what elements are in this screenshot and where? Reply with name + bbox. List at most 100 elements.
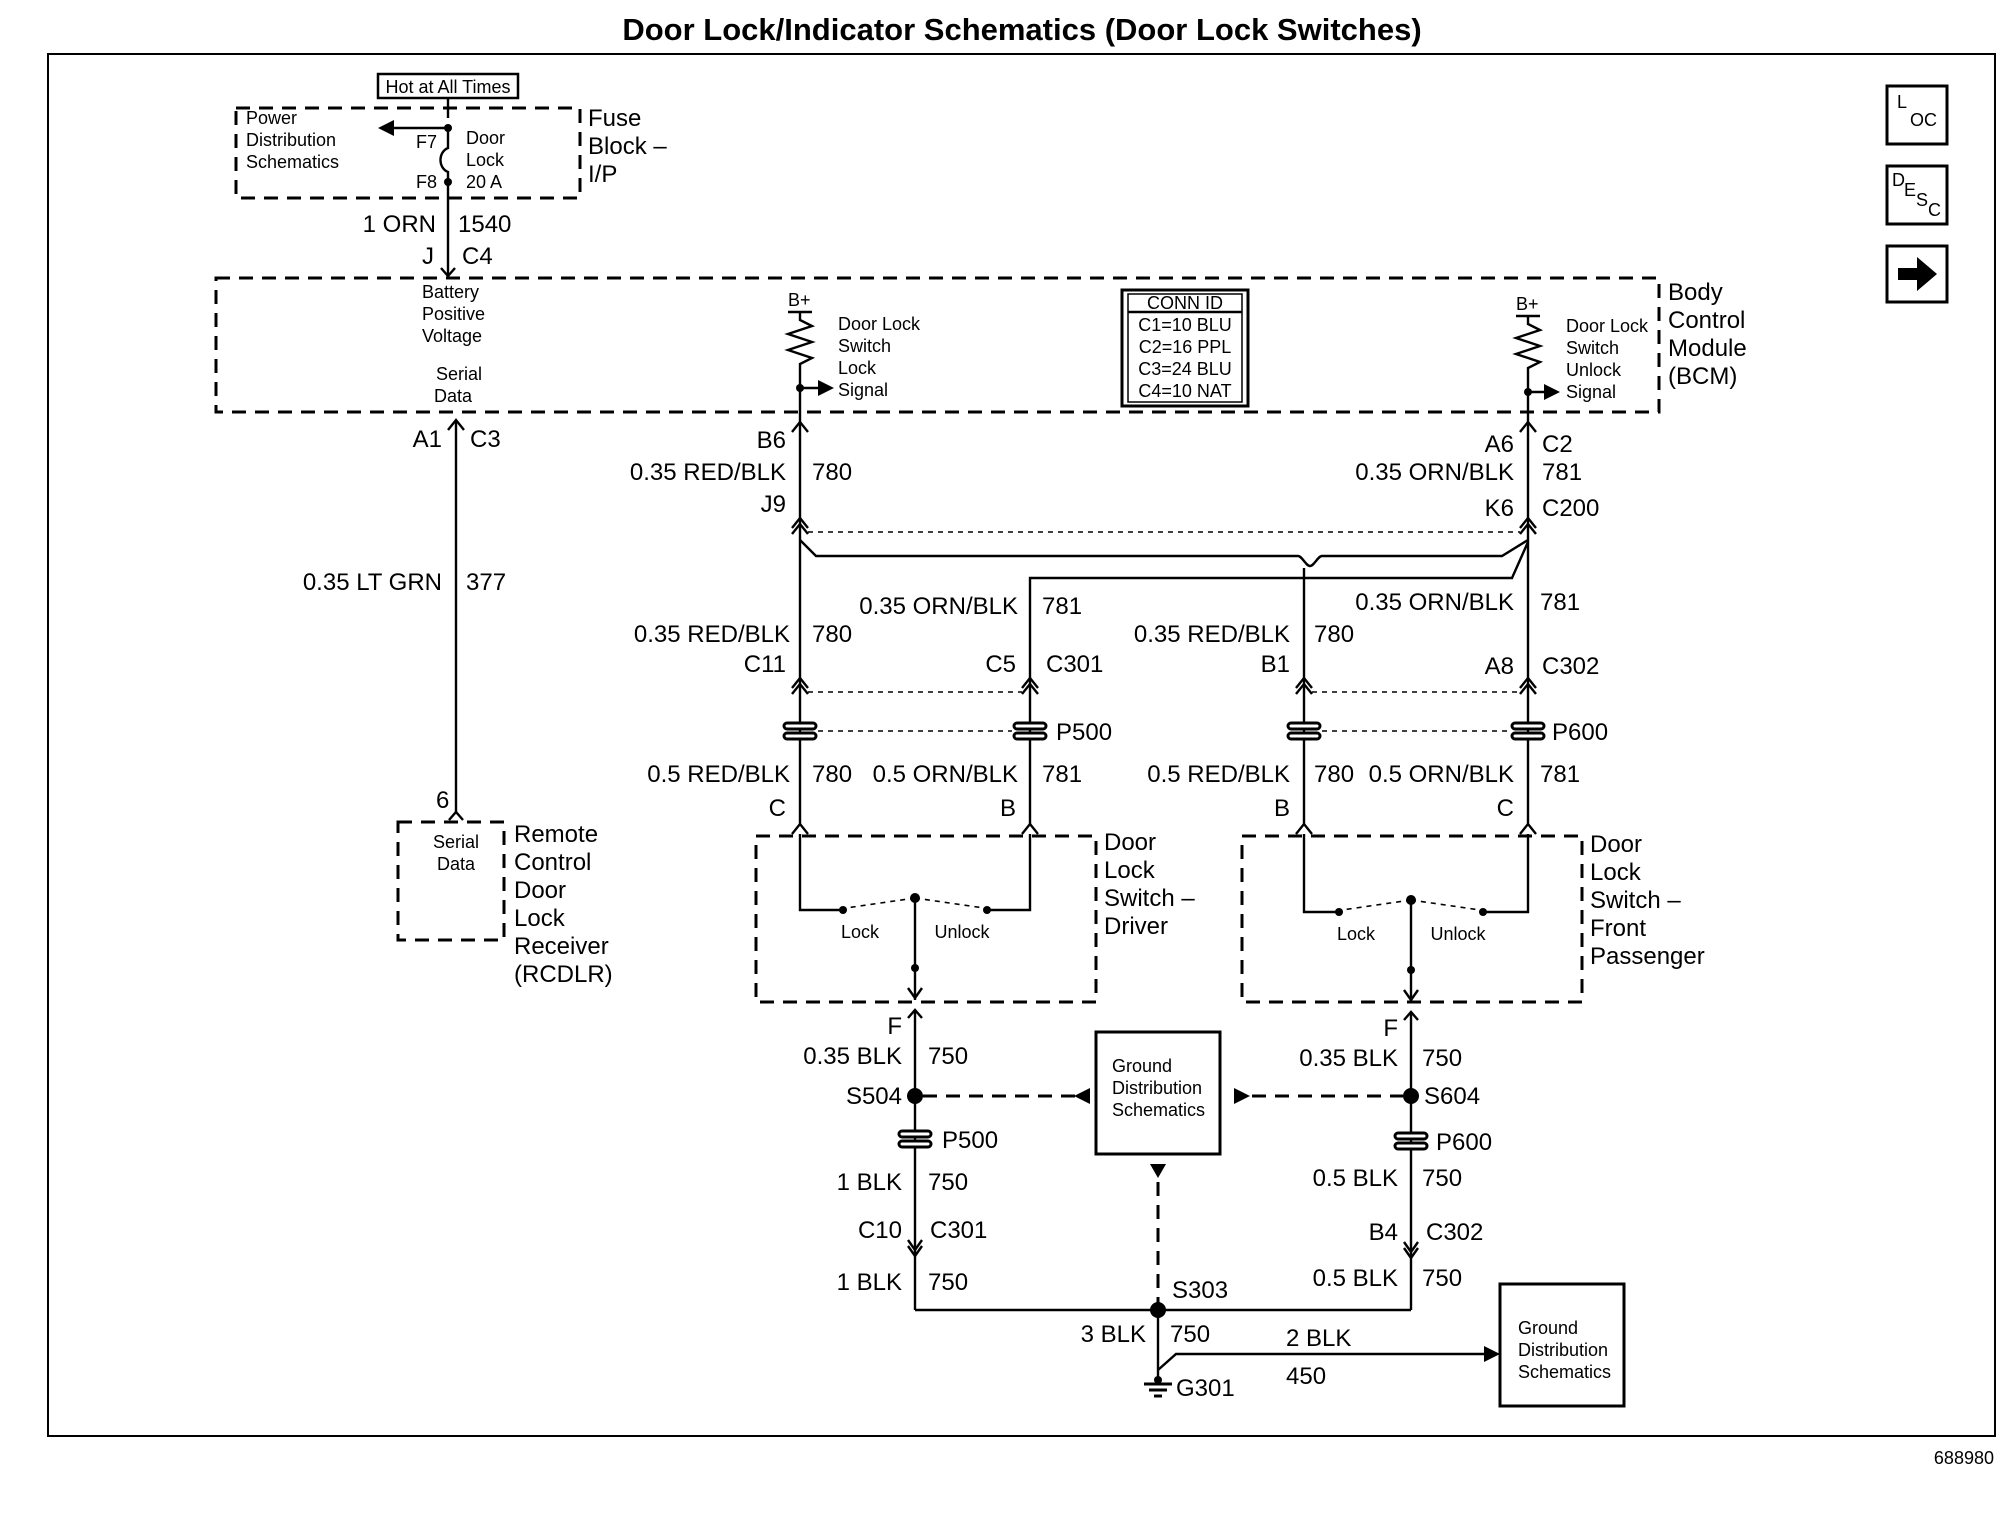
p600-grommet-781 [1510, 721, 1546, 731]
figure-number: 688980 [1934, 1448, 1994, 1468]
driver-ground-pin-f-label: F [887, 1013, 902, 1040]
bcm-c2-label: C2 [1542, 431, 1573, 458]
passenger-ground-c302-label: C302 [1426, 1219, 1483, 1246]
bcm-battery-3: Voltage [422, 326, 482, 346]
power-distribution-ref-2: Distribution [246, 130, 336, 150]
wire-450-arrow-icon [1484, 1346, 1500, 1362]
fuse-desc-1: Door [466, 128, 505, 148]
ground-main-circuit: 750 [1170, 1321, 1210, 1348]
s604-ground-ref-arrow-icon [1234, 1088, 1250, 1104]
fuse-block-name-3: I/P [588, 161, 617, 188]
passenger-switch-name-3: Switch – [1590, 887, 1681, 914]
passenger-switch-pin-b-connector [1295, 822, 1313, 835]
connector-c301-pin-c11 [791, 676, 809, 689]
rcdlr-serial-2: Data [437, 854, 476, 874]
connector-c301-pin-c5-mate [1021, 682, 1039, 695]
conn-id-c3: C3=24 BLU [1138, 359, 1232, 379]
c200-connector-label: C200 [1542, 495, 1599, 522]
c4-connector-label: C4 [462, 243, 493, 270]
connector-c302-pin-b1-mate [1295, 682, 1313, 695]
bcm-serial-2: Data [434, 386, 473, 406]
connector-c200-pin-j9-mate [791, 522, 809, 535]
bcm-bplus-lock: B+ [788, 290, 811, 310]
rcdlr-serial-1: Serial [433, 832, 479, 852]
driver-switch-outline [754, 834, 1098, 1004]
passenger-ground-pin-f-connector [1403, 1010, 1419, 1021]
bcm-pin-a6-label: A6 [1485, 431, 1514, 458]
p500-grommet-781 [1012, 721, 1048, 731]
bcm-outline [214, 276, 1661, 414]
desc-button[interactable]: D E S C [1885, 164, 1949, 226]
lock-signal-arrow-icon [818, 380, 834, 396]
driver-switch-name-3: Switch – [1104, 885, 1195, 912]
c200-pin-k6-label: K6 [1485, 495, 1514, 522]
hot-at-all-times-label-box [376, 72, 520, 100]
passenger-switch-unlock-contact [1479, 908, 1487, 916]
loc-button[interactable]: L OC [1885, 84, 1949, 146]
ground-g301-label: G301 [1176, 1375, 1235, 1402]
c3-pin-label: A1 [413, 426, 442, 453]
passenger-05-781-circuit: 781 [1540, 761, 1580, 788]
passenger-ground-circuit-2: 750 [1422, 1165, 1462, 1192]
conn-id-title: CONN ID [1147, 293, 1223, 313]
driver-ground-circuit-3: 750 [928, 1269, 968, 1296]
wire-1540-circuit: 1540 [458, 211, 511, 238]
driver-switch-name-2: Lock [1104, 857, 1156, 884]
fuse-f8-label: F8 [416, 172, 437, 192]
fuse-f7-label: F7 [416, 132, 437, 152]
wire-781-branch-to-driver [1028, 541, 1530, 826]
rcdlr-name-5: Receiver [514, 933, 609, 960]
c200-pin-j9-label: J9 [761, 491, 786, 518]
driver-ground-gauge-1: 0.35 BLK [803, 1043, 902, 1070]
conn-id-box [1120, 288, 1250, 408]
splice-s303-label: S303 [1172, 1277, 1228, 1304]
next-button[interactable] [1885, 244, 1949, 304]
driver-switch-unlock-label: Unlock [934, 922, 990, 942]
wire-450-circuit: 450 [1286, 1363, 1326, 1390]
rcdlr-name-6: (RCDLR) [514, 961, 613, 988]
bcm-lock-signal-2: Switch [838, 336, 891, 356]
passenger-switch-name-1: Door [1590, 831, 1642, 858]
desc-button-frame [1885, 164, 1949, 226]
c301-pin-c5-label: C5 [985, 651, 1016, 678]
wire-781-gauge: 0.35 ORN/BLK [1355, 459, 1514, 486]
passenger-ground-gauge-2: 0.5 BLK [1313, 1165, 1398, 1192]
driver-switch-name-1: Door [1104, 829, 1156, 856]
passenger-ground-circuit-1: 750 [1422, 1045, 1462, 1072]
rcdlr-name-3: Door [514, 877, 566, 904]
passenger-switch-name-2: Lock [1590, 859, 1642, 886]
ground-dist-right-3: Schematics [1518, 1362, 1611, 1382]
driver-switch-pin-f-connector [907, 987, 923, 1001]
connector-c3-pin-a1 [447, 418, 465, 431]
bcm-lock-signal-1: Door Lock [838, 314, 921, 334]
driver-ground-circuit-1: 750 [928, 1043, 968, 1070]
fuse-block-name-2: Block – [588, 133, 667, 160]
driver-781-gauge: 0.35 ORN/BLK [859, 593, 1018, 620]
connector-c301-pin-c10-mate [907, 1245, 923, 1259]
passenger-781-gauge: 0.35 ORN/BLK [1355, 589, 1514, 616]
bcm-unlock-signal-2: Switch [1566, 338, 1619, 358]
passenger-switch-name-4: Front [1590, 915, 1646, 942]
connector-c301-pin-c11-mate [791, 682, 809, 695]
ground-distribution-ref-center[interactable] [1094, 1030, 1222, 1156]
diagram-frame [47, 53, 1996, 1437]
bcm-pin-b6-label: B6 [757, 427, 786, 454]
hot-at-all-times-label: Hot at All Times [385, 77, 510, 97]
desc-button-main: D [1892, 170, 1905, 190]
rcdlr-name-4: Lock [514, 905, 566, 932]
driver-781-circuit: 781 [1042, 593, 1082, 620]
p600-grommet-781-lower [1510, 731, 1546, 741]
fuse-feed-wire [392, 98, 450, 130]
desc-button-sub1: E [1904, 180, 1916, 200]
wire-1540-gauge: 1 ORN [363, 211, 436, 238]
ground-distribution-ref-right[interactable] [1498, 1282, 1626, 1408]
bcm-battery-1: Battery [422, 282, 479, 302]
driver-ground-circuit-2: 750 [928, 1169, 968, 1196]
driver-switch-unlock-contact [983, 906, 991, 914]
c3-connector-label: C3 [470, 426, 501, 453]
p600-label: P600 [1552, 719, 1608, 746]
passenger-p600-grommet [1393, 1131, 1429, 1141]
passenger-ground-gauge-3: 0.5 BLK [1313, 1265, 1398, 1292]
ground-dist-center-3: Schematics [1112, 1100, 1205, 1120]
rcdlr-name-2: Control [514, 849, 591, 876]
